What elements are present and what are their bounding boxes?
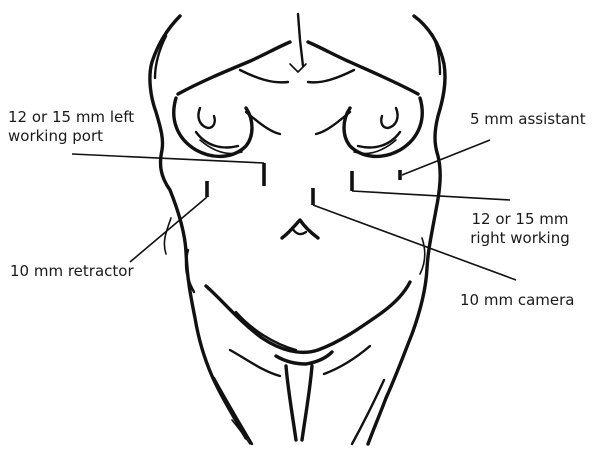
label-camera-text: 10 mm camera xyxy=(460,291,575,309)
label-retractor-text: 10 mm retractor xyxy=(10,262,134,280)
label-right-working-line1: 12 or 15 mm xyxy=(466,210,574,229)
label-retractor: 10 mm retractor xyxy=(10,262,134,281)
label-left-working-port-line1: 12 or 15 mm left xyxy=(8,108,134,127)
label-right-working: 12 or 15 mm right working xyxy=(466,210,574,248)
torso-outline xyxy=(150,14,445,444)
leader-lines xyxy=(72,140,516,280)
label-assistant: 5 mm assistant xyxy=(470,110,586,129)
leader-left-working xyxy=(72,154,264,163)
label-assistant-text: 5 mm assistant xyxy=(470,110,586,128)
label-left-working-port: 12 or 15 mm left working port xyxy=(8,108,134,146)
leader-assistant xyxy=(402,140,490,175)
port-markers xyxy=(207,163,400,205)
label-left-working-port-line2: working port xyxy=(8,127,134,146)
leader-right-working xyxy=(352,191,510,200)
label-right-working-line2: right working xyxy=(466,229,574,248)
label-camera: 10 mm camera xyxy=(460,291,575,310)
leader-retractor xyxy=(130,197,207,262)
